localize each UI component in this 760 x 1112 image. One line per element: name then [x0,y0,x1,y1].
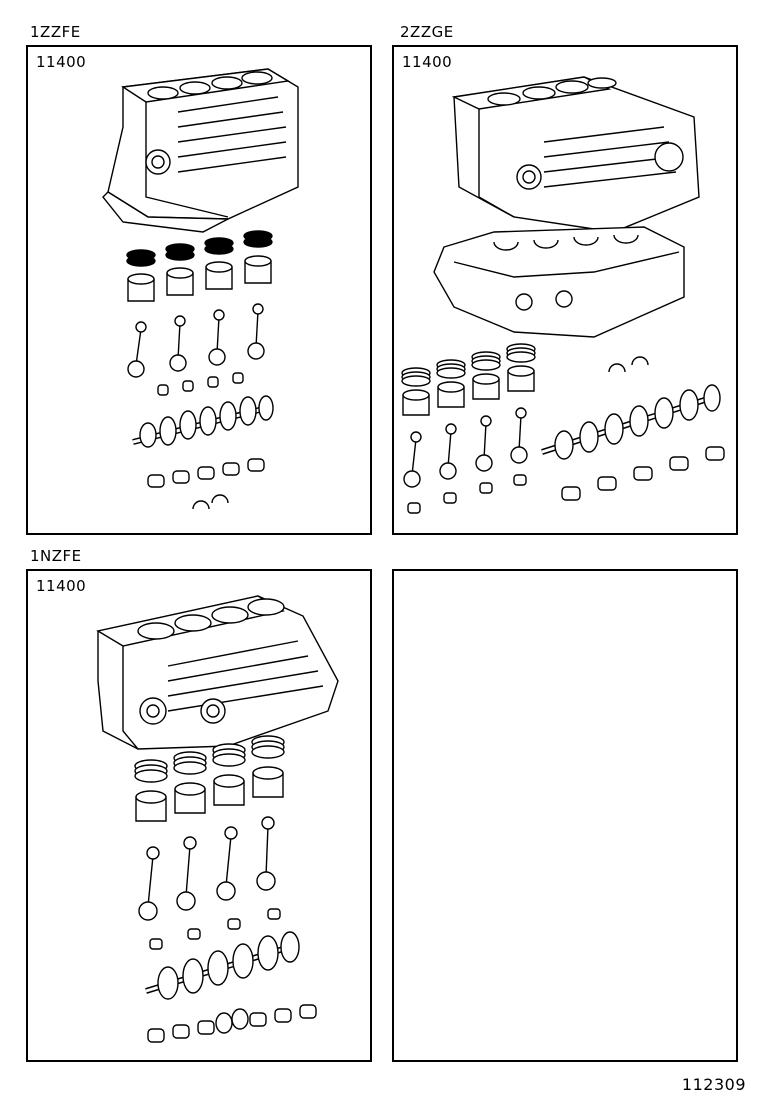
rod-bearing-icon [158,373,243,395]
main-bearing-icon [148,459,264,487]
part-number: 11400 [36,577,87,595]
short-block-illustration [28,47,370,533]
main-bearing-icon [148,1005,316,1042]
connecting-rod-icon [139,817,275,920]
engine-label-1nzfe: 1NZFE [30,547,82,565]
rod-bearing-icon [408,475,526,513]
crankcase-icon [434,227,684,337]
panel-1nzfe: 11400 [26,569,372,1062]
part-number: 11400 [36,53,87,71]
engine-label-2zzge: 2ZZGE [400,23,454,41]
short-block-illustration [394,47,736,533]
piston-icon [136,767,283,821]
connecting-rod-icon [128,304,264,377]
thrust-washer-icon [193,495,228,509]
crankshaft-icon [542,385,720,459]
part-number: 11400 [402,53,453,71]
piston-ring-set-icon [402,344,535,386]
crankshaft-icon [146,932,299,999]
piston-ring-set-icon [127,231,272,266]
thrust-washer-icon [609,357,648,372]
thrust-washer-icon [216,1009,248,1033]
short-block-illustration [28,571,370,1060]
cylinder-block-icon [98,596,338,749]
piston-icon [403,366,534,415]
connecting-rod-icon [404,408,527,487]
diagram-id: 112309 [681,1075,746,1094]
engine-label-1zzfe: 1ZZFE [30,23,81,41]
panel-2zzge: 11400 [392,45,738,535]
piston-ring-set-icon [135,736,284,782]
main-bearing-icon [562,447,724,500]
cylinder-block-icon [103,69,298,232]
crankshaft-icon [133,396,273,447]
cylinder-block-icon [454,77,699,232]
piston-icon [128,256,271,301]
panel-1zzfe: 11400 [26,45,372,535]
panel-empty [392,569,738,1062]
rod-bearing-icon [150,909,280,949]
